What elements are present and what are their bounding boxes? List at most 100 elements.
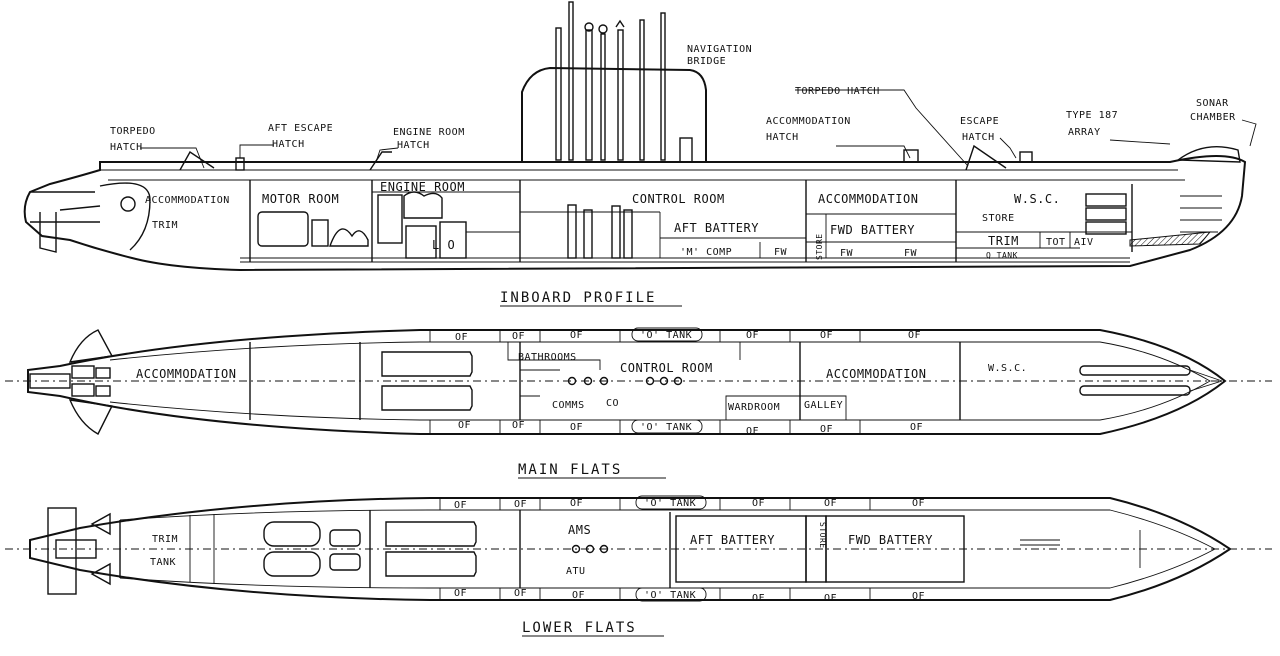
inboard-profile: TORPEDO HATCH AFT ESCAPE HATCH ENGINE ROOM… <box>23 1 1257 307</box>
lower-top-tank: OF <box>824 498 837 509</box>
lower-aft-battery: AFT BATTERY <box>690 533 775 547</box>
torpedo-hatch-aft-callout: TORPEDO HATCH <box>110 126 156 153</box>
compartment-fw-3: FW <box>904 248 918 259</box>
callout-line: HATCH <box>766 132 799 143</box>
sonar-chamber-callout: SONAR CHAMBER <box>1190 98 1236 123</box>
main-accommodation-fwd: ACCOMMODATION <box>826 367 926 381</box>
lower-top-tank: OF <box>912 498 925 509</box>
callout-line: TYPE 187 <box>1066 110 1118 121</box>
compartment-lo: L O <box>432 238 455 252</box>
lower-tank: TANK <box>150 557 176 568</box>
accommodation-hatch-callout: ACCOMMODATION HATCH <box>766 116 851 143</box>
compartment-tot: TOT <box>1046 237 1066 248</box>
lower-bottom-tank: OF <box>454 588 467 599</box>
lower-bottom-tank: OF <box>572 590 585 601</box>
main-bottom-tank: OF <box>458 420 471 431</box>
compartment-m-comp: 'M' COMP <box>680 247 732 258</box>
compartment-trim-fwd: TRIM <box>988 234 1019 248</box>
lower-flats-plan: TRIM TANK AMS ATU AFT BATTERY STORE FWD … <box>5 495 1272 637</box>
hull-profile <box>23 155 1247 272</box>
compartment-store-vertical: STORE <box>815 233 824 260</box>
lower-top-tank: OF <box>570 498 583 509</box>
lower-flats-title: LOWER FLATS <box>522 620 637 636</box>
compartment-wsc: W.S.C. <box>1014 192 1060 206</box>
lower-flats-hull <box>29 497 1232 601</box>
lower-ams: AMS <box>568 523 591 537</box>
callout-line: TORPEDO <box>110 126 156 137</box>
sail <box>521 66 707 162</box>
main-flats-hull <box>27 329 1227 435</box>
lower-bottom-tank: OF <box>752 593 765 604</box>
lower-top-tank: OF <box>514 499 527 510</box>
main-bottom-tank: OF <box>570 422 583 433</box>
compartment-store: STORE <box>982 213 1015 224</box>
compartment-accommodation-fwd: ACCOMMODATION <box>818 192 918 206</box>
compartment-trim-aft: TRIM <box>152 220 178 231</box>
main-bottom-tank: OF <box>820 424 833 435</box>
lower-bottom-tank: OF <box>514 588 527 599</box>
compartment-q-tank: Q TANK <box>986 251 1018 260</box>
main-control-room: CONTROL ROOM <box>620 361 713 375</box>
main-accommodation-aft: ACCOMMODATION <box>136 367 236 381</box>
main-top-tank: OF <box>455 332 468 343</box>
main-comms: COMMS <box>552 400 585 411</box>
compartment-fw-1: FW <box>774 247 788 258</box>
engine-room-hatch-callout: ENGINE ROOM HATCH <box>393 127 465 151</box>
callout-line: HATCH <box>272 139 305 150</box>
main-top-tank: OF <box>820 330 833 341</box>
callout-line: ESCAPE <box>960 116 999 127</box>
torpedo-hatch-fwd-callout: TORPEDO HATCH <box>795 86 880 97</box>
main-top-tank: OF <box>570 330 583 341</box>
lower-atu: ATU <box>566 566 586 577</box>
main-wardroom: WARDROOM <box>728 402 780 413</box>
lower-top-tank: OF <box>752 498 765 509</box>
callout-line: BRIDGE <box>687 56 726 67</box>
main-flats-title: MAIN FLATS <box>518 462 622 478</box>
main-bottom-tank: OF <box>910 422 923 433</box>
compartment-fw-2: FW <box>840 248 854 259</box>
main-co: CO <box>606 398 619 409</box>
callout-line: ENGINE ROOM <box>393 127 465 138</box>
lower-top-tank: OF <box>454 500 467 511</box>
lower-trim: TRIM <box>152 534 178 545</box>
callout-line: SONAR <box>1196 98 1229 109</box>
callout-line: CHAMBER <box>1190 112 1236 123</box>
callout-line: ACCOMMODATION <box>766 116 851 127</box>
callout-line: HATCH <box>110 142 143 153</box>
inboard-profile-title: INBOARD PROFILE <box>500 290 656 306</box>
main-flats-plan: ACCOMMODATION BATHROOMS CONTROL ROOM COM… <box>5 327 1272 479</box>
lower-store-vertical: STORE <box>818 522 827 549</box>
lower-bottom-tank: OF <box>912 591 925 602</box>
callout-line: AFT ESCAPE <box>268 123 333 134</box>
compartment-aft-battery: AFT BATTERY <box>674 221 759 235</box>
lower-fwd-battery: FWD BATTERY <box>848 533 933 547</box>
main-top-o-tank: 'O' TANK <box>640 330 692 341</box>
main-bottom-tank: OF <box>746 426 759 437</box>
escape-hatch-callout: ESCAPE HATCH <box>960 116 999 143</box>
masts <box>555 1 666 161</box>
compartment-engine-room: ENGINE ROOM <box>380 180 465 194</box>
compartment-accommodation-aft: ACCOMMODATION <box>145 195 230 206</box>
main-top-tank: OF <box>512 331 525 342</box>
compartment-motor-room: MOTOR ROOM <box>262 192 339 206</box>
callout-line: ARRAY <box>1068 127 1101 138</box>
main-top-tank: OF <box>908 330 921 341</box>
main-wsc: W.S.C. <box>988 363 1027 374</box>
lower-bottom-o-tank: 'O' TANK <box>644 590 696 601</box>
compartment-aiv: AIV <box>1074 237 1094 248</box>
lower-bottom-tank: OF <box>824 593 837 604</box>
callout-line: HATCH <box>397 140 430 151</box>
callout-line: NAVIGATION <box>687 44 752 55</box>
lower-top-o-tank: 'O' TANK <box>644 498 696 509</box>
compartment-fwd-battery: FWD BATTERY <box>830 223 915 237</box>
compartment-control-room: CONTROL ROOM <box>632 192 725 206</box>
aft-escape-hatch-callout: AFT ESCAPE HATCH <box>268 123 333 150</box>
main-bathrooms: BATHROOMS <box>518 352 577 363</box>
main-top-tank: OF <box>746 330 759 341</box>
main-galley: GALLEY <box>804 400 843 411</box>
main-bottom-o-tank: 'O' TANK <box>640 422 692 433</box>
callout-line: HATCH <box>962 132 995 143</box>
